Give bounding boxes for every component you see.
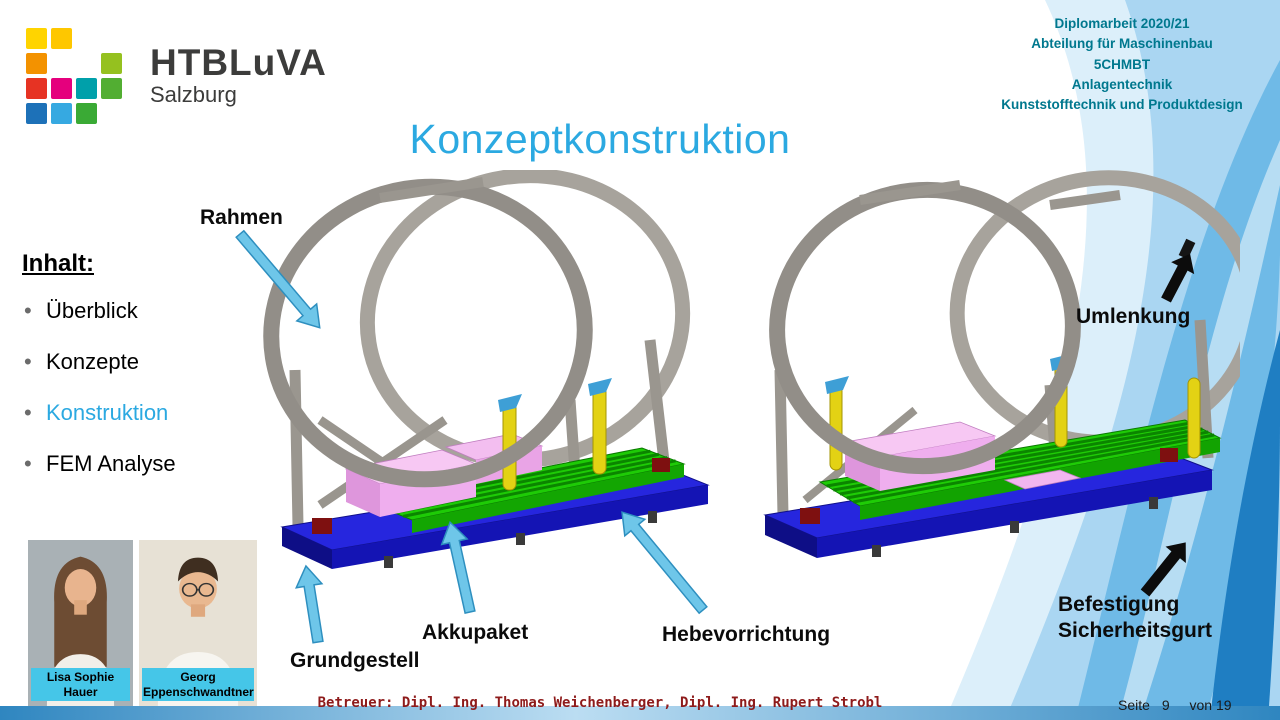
label-hebevorrichtung: Hebevorrichtung xyxy=(662,623,831,646)
logo-city: Salzburg xyxy=(150,82,237,108)
umlenkung-arrow xyxy=(1161,253,1195,303)
slide-title: Konzeptkonstruktion xyxy=(409,116,791,162)
label-akkupaket: Akkupaket xyxy=(422,621,529,644)
logo-name: HTBLuVA xyxy=(150,41,327,83)
agenda-item-fem-analyse: FEM Analyse xyxy=(22,451,242,477)
nametag-lisa: Lisa Sophie Hauer xyxy=(31,668,130,701)
logo-mosaic-icon xyxy=(26,28,122,124)
grundgestell-arrow xyxy=(294,564,324,644)
header-line-5: Kunststofftechnik und Produktdesign xyxy=(1001,97,1243,112)
header-line-4: Anlagentechnik xyxy=(1071,76,1173,92)
page-number: 9 xyxy=(1161,697,1170,713)
cad-render xyxy=(263,170,1240,569)
photo-lisa-sophie-hauer: Lisa Sophie Hauer xyxy=(28,540,133,706)
photo-georg-eppenschwandtner: Georg Eppenschwandtner xyxy=(139,540,257,706)
agenda-item-ueberblick: Überblick xyxy=(22,298,242,324)
header-info: Diplomarbeit 2020/21 Abteilung für Masch… xyxy=(972,14,1272,115)
label-rahmen: Rahmen xyxy=(200,206,283,229)
nametag-georg: Georg Eppenschwandtner xyxy=(142,668,254,701)
agenda-item-konstruktion: Konstruktion xyxy=(22,400,242,426)
label-umlenkung: Umlenkung xyxy=(1076,305,1191,328)
logo-text: HTBLuVA Salzburg xyxy=(150,41,327,109)
hebevorrichtung-arrow xyxy=(621,511,708,615)
cad-model-left xyxy=(263,170,710,569)
agenda-list: Überblick Konzepte Konstruktion FEM Anal… xyxy=(22,298,242,477)
htbluva-logo: HTBLuVA Salzburg xyxy=(26,28,327,124)
agenda-heading: Inhalt: xyxy=(22,250,94,277)
akkupaket-arrow xyxy=(440,520,476,614)
cad-model-right xyxy=(763,170,1240,558)
page-of: von 19 xyxy=(1189,697,1232,713)
agenda: Inhalt: Überblick Konzepte Konstruktion … xyxy=(22,250,242,502)
page-indicator: Seite 9 von 19 xyxy=(1118,697,1232,713)
rahmen-arrow xyxy=(235,229,321,329)
header-line-1: Diplomarbeit 2020/21 xyxy=(1054,16,1190,31)
betreuer-footer: Betreuer: Dipl. Ing. Thomas Weichenberge… xyxy=(317,695,883,711)
label-grundgestell: Grundgestell xyxy=(290,649,420,672)
agenda-item-konzepte: Konzepte xyxy=(22,349,242,375)
label-befestigung-sicherheitsgurt: Befestigung Sicherheitsgurt xyxy=(1058,593,1213,643)
header-line-2: Abteilung für Maschinenbau xyxy=(1031,36,1213,52)
header-line-3: 5CHMBT xyxy=(1093,56,1151,72)
page-label: Seite xyxy=(1118,697,1150,713)
